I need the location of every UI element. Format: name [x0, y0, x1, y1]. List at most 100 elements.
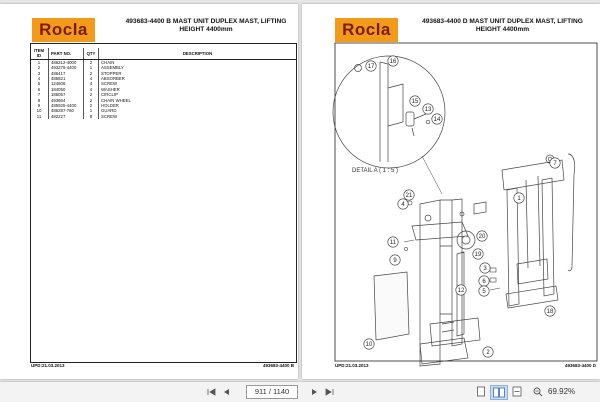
zoom-level[interactable]: 69.92% — [548, 387, 576, 396]
cell-qty: 1 — [83, 65, 99, 71]
callout-circle — [363, 338, 375, 350]
footer-date: UPD:21.03.2013 — [31, 363, 65, 368]
callout-19: 19 — [472, 248, 484, 260]
cell-qty: 1 — [83, 108, 99, 114]
detail-leader — [421, 155, 443, 195]
page-title: 493683-4400 D MAST UNIT DUPLEX MAST, LIF… — [410, 18, 595, 34]
cell-part-no: 486287-760 — [48, 108, 84, 114]
cell-item: 8 — [30, 97, 49, 104]
callout-20: 20 — [476, 230, 488, 242]
callout-number: 14 — [434, 117, 441, 123]
cell-qty: 8 — [83, 113, 99, 120]
cell-description: WASHER — [101, 86, 120, 92]
callout-11: 11 — [387, 236, 399, 248]
callout-4: 4 — [397, 198, 409, 210]
callout-18: 18 — [544, 305, 556, 317]
cell-part-no: 493664 — [48, 97, 84, 104]
cell-description: STOPPER — [101, 70, 122, 76]
cell-part-no: 493276-4400 — [48, 65, 84, 71]
page-number-input[interactable]: 911 / 1140 — [246, 385, 298, 399]
column-header-part: PART NO. — [48, 48, 84, 60]
callout-7: 7 — [549, 157, 561, 169]
cell-description: CHAIN — [101, 59, 115, 65]
table-header-row: ITEM ID PART NO. QTY DESCRIPTION — [30, 48, 296, 60]
parts-list-frame — [30, 43, 297, 363]
cell-description: CIRCLIP — [101, 92, 118, 98]
callout-circle — [476, 230, 488, 242]
main-mast-assembly — [411, 198, 487, 367]
rocla-logo: Rocla — [335, 18, 398, 42]
callout-circle — [387, 236, 399, 248]
callout-circle — [549, 157, 561, 169]
next-page-button[interactable] — [308, 385, 320, 398]
cell-item: 10 — [30, 108, 49, 114]
callout-1: 1 — [513, 192, 525, 204]
callout-number: 11 — [390, 240, 397, 246]
cell-item: 9 — [30, 103, 49, 109]
zoom-out-button[interactable] — [532, 385, 544, 398]
callout-21: 21 — [403, 189, 415, 201]
cell-qty: 2 — [83, 70, 99, 77]
callout-5: 5 — [478, 285, 490, 297]
viewer-toolbar: 911 / 1140 69.92% — [0, 381, 600, 402]
callout-14: 14 — [431, 113, 443, 125]
cell-description: SCREW — [101, 113, 117, 119]
secondary-mast-assembly — [501, 153, 576, 309]
first-page-button[interactable] — [205, 385, 217, 398]
title-line-1: 493683-4400 D MAST UNIT DUPLEX MAST, LIF… — [422, 18, 583, 25]
cell-item: 3 — [30, 70, 49, 77]
callout-16: 16 — [387, 55, 399, 67]
cell-part-no: 485821 — [48, 76, 84, 82]
callout-12: 12 — [455, 284, 467, 296]
single-page-view-button[interactable] — [474, 385, 488, 398]
callout-number: 17 — [368, 64, 375, 70]
rocla-logo: Rocla — [32, 18, 95, 42]
column-header-qty: QTY — [83, 48, 99, 60]
right-page: Rocla 493683-4400 D MAST UNIT DUPLEX MAS… — [302, 4, 600, 379]
callout-number: 9 — [393, 258, 397, 264]
first-page-icon — [207, 387, 215, 396]
callout-number: 13 — [425, 107, 432, 113]
last-page-button[interactable] — [323, 385, 335, 398]
footer-date: UPD:21.03.2013 — [335, 363, 369, 368]
column-header-description: DESCRIPTION — [98, 48, 296, 60]
callout-17: 17 — [365, 60, 377, 72]
title-line-2: HEIGHT 4400mm — [475, 26, 530, 33]
cell-description: ASSEMBLY — [101, 65, 124, 71]
previous-page-button[interactable] — [220, 385, 232, 398]
callout-number: 18 — [547, 309, 554, 315]
drawing-frame — [334, 42, 598, 362]
cell-part-no: 486417 — [48, 70, 84, 77]
cell-item: 6 — [30, 86, 49, 93]
cell-item: 4 — [30, 76, 49, 82]
callout-circle — [478, 285, 490, 297]
callout-number: 7 — [553, 161, 557, 167]
cell-item: 7 — [30, 92, 49, 98]
title-line-1: 493683-4400 B MAST UNIT DUPLEX MAST, LIF… — [125, 18, 287, 25]
two-page-view-button[interactable] — [490, 385, 508, 400]
cell-part-no: 485925-4400 — [48, 103, 84, 109]
callout-number: 10 — [366, 342, 373, 348]
cell-part-no: 486212-4000 — [48, 59, 84, 66]
callout-number: 3 — [483, 266, 487, 272]
callout-number: 19 — [475, 252, 482, 258]
callout-number: 16 — [390, 59, 397, 65]
cell-qty: 4 — [83, 76, 99, 82]
callout-3: 3 — [479, 262, 491, 274]
callout-15: 15 — [409, 95, 421, 107]
detail-mast-profile — [354, 61, 431, 162]
fit-width-button[interactable] — [510, 385, 524, 398]
cell-description: HOLDER — [101, 103, 119, 109]
cell-qty: 4 — [83, 86, 99, 93]
